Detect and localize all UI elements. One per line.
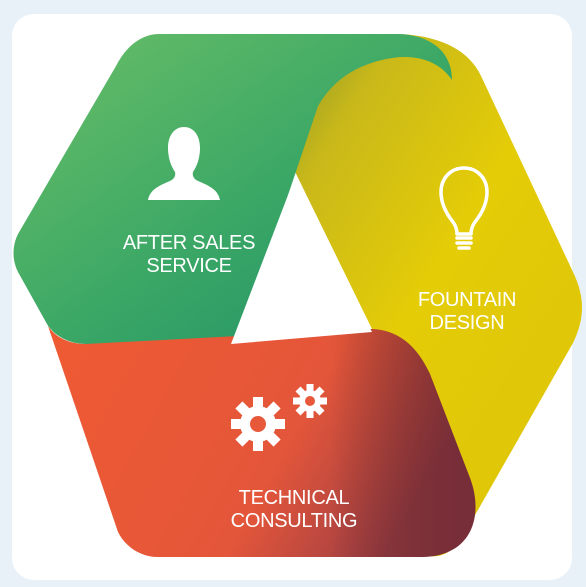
after-sales-band: [13, 34, 452, 344]
gears-icon: [231, 384, 327, 451]
fountain-design-label-line-1: FOUNTAIN: [417, 289, 517, 311]
after-sales-label-line-1: AFTER SALES: [122, 232, 256, 254]
fountain-design-label-line-2: DESIGN: [429, 312, 505, 334]
technical-consulting-label-line-2: CONSULTING: [230, 510, 358, 532]
center-triangle: [231, 182, 372, 344]
after-sales-label: AFTER SALES SERVICE: [104, 232, 274, 278]
technical-consulting-label-line-1: TECHNICAL: [238, 487, 350, 509]
after-sales-label-line-2: SERVICE: [146, 255, 232, 277]
fountain-design-label: FOUNTAIN DESIGN: [382, 289, 552, 335]
lightbulb-icon: [439, 166, 489, 250]
person-icon: [148, 127, 220, 200]
technical-consulting-label: TECHNICAL CONSULTING: [204, 487, 384, 533]
technical-consulting-band-shade: [330, 329, 476, 557]
fountain-design-band: [253, 34, 582, 557]
